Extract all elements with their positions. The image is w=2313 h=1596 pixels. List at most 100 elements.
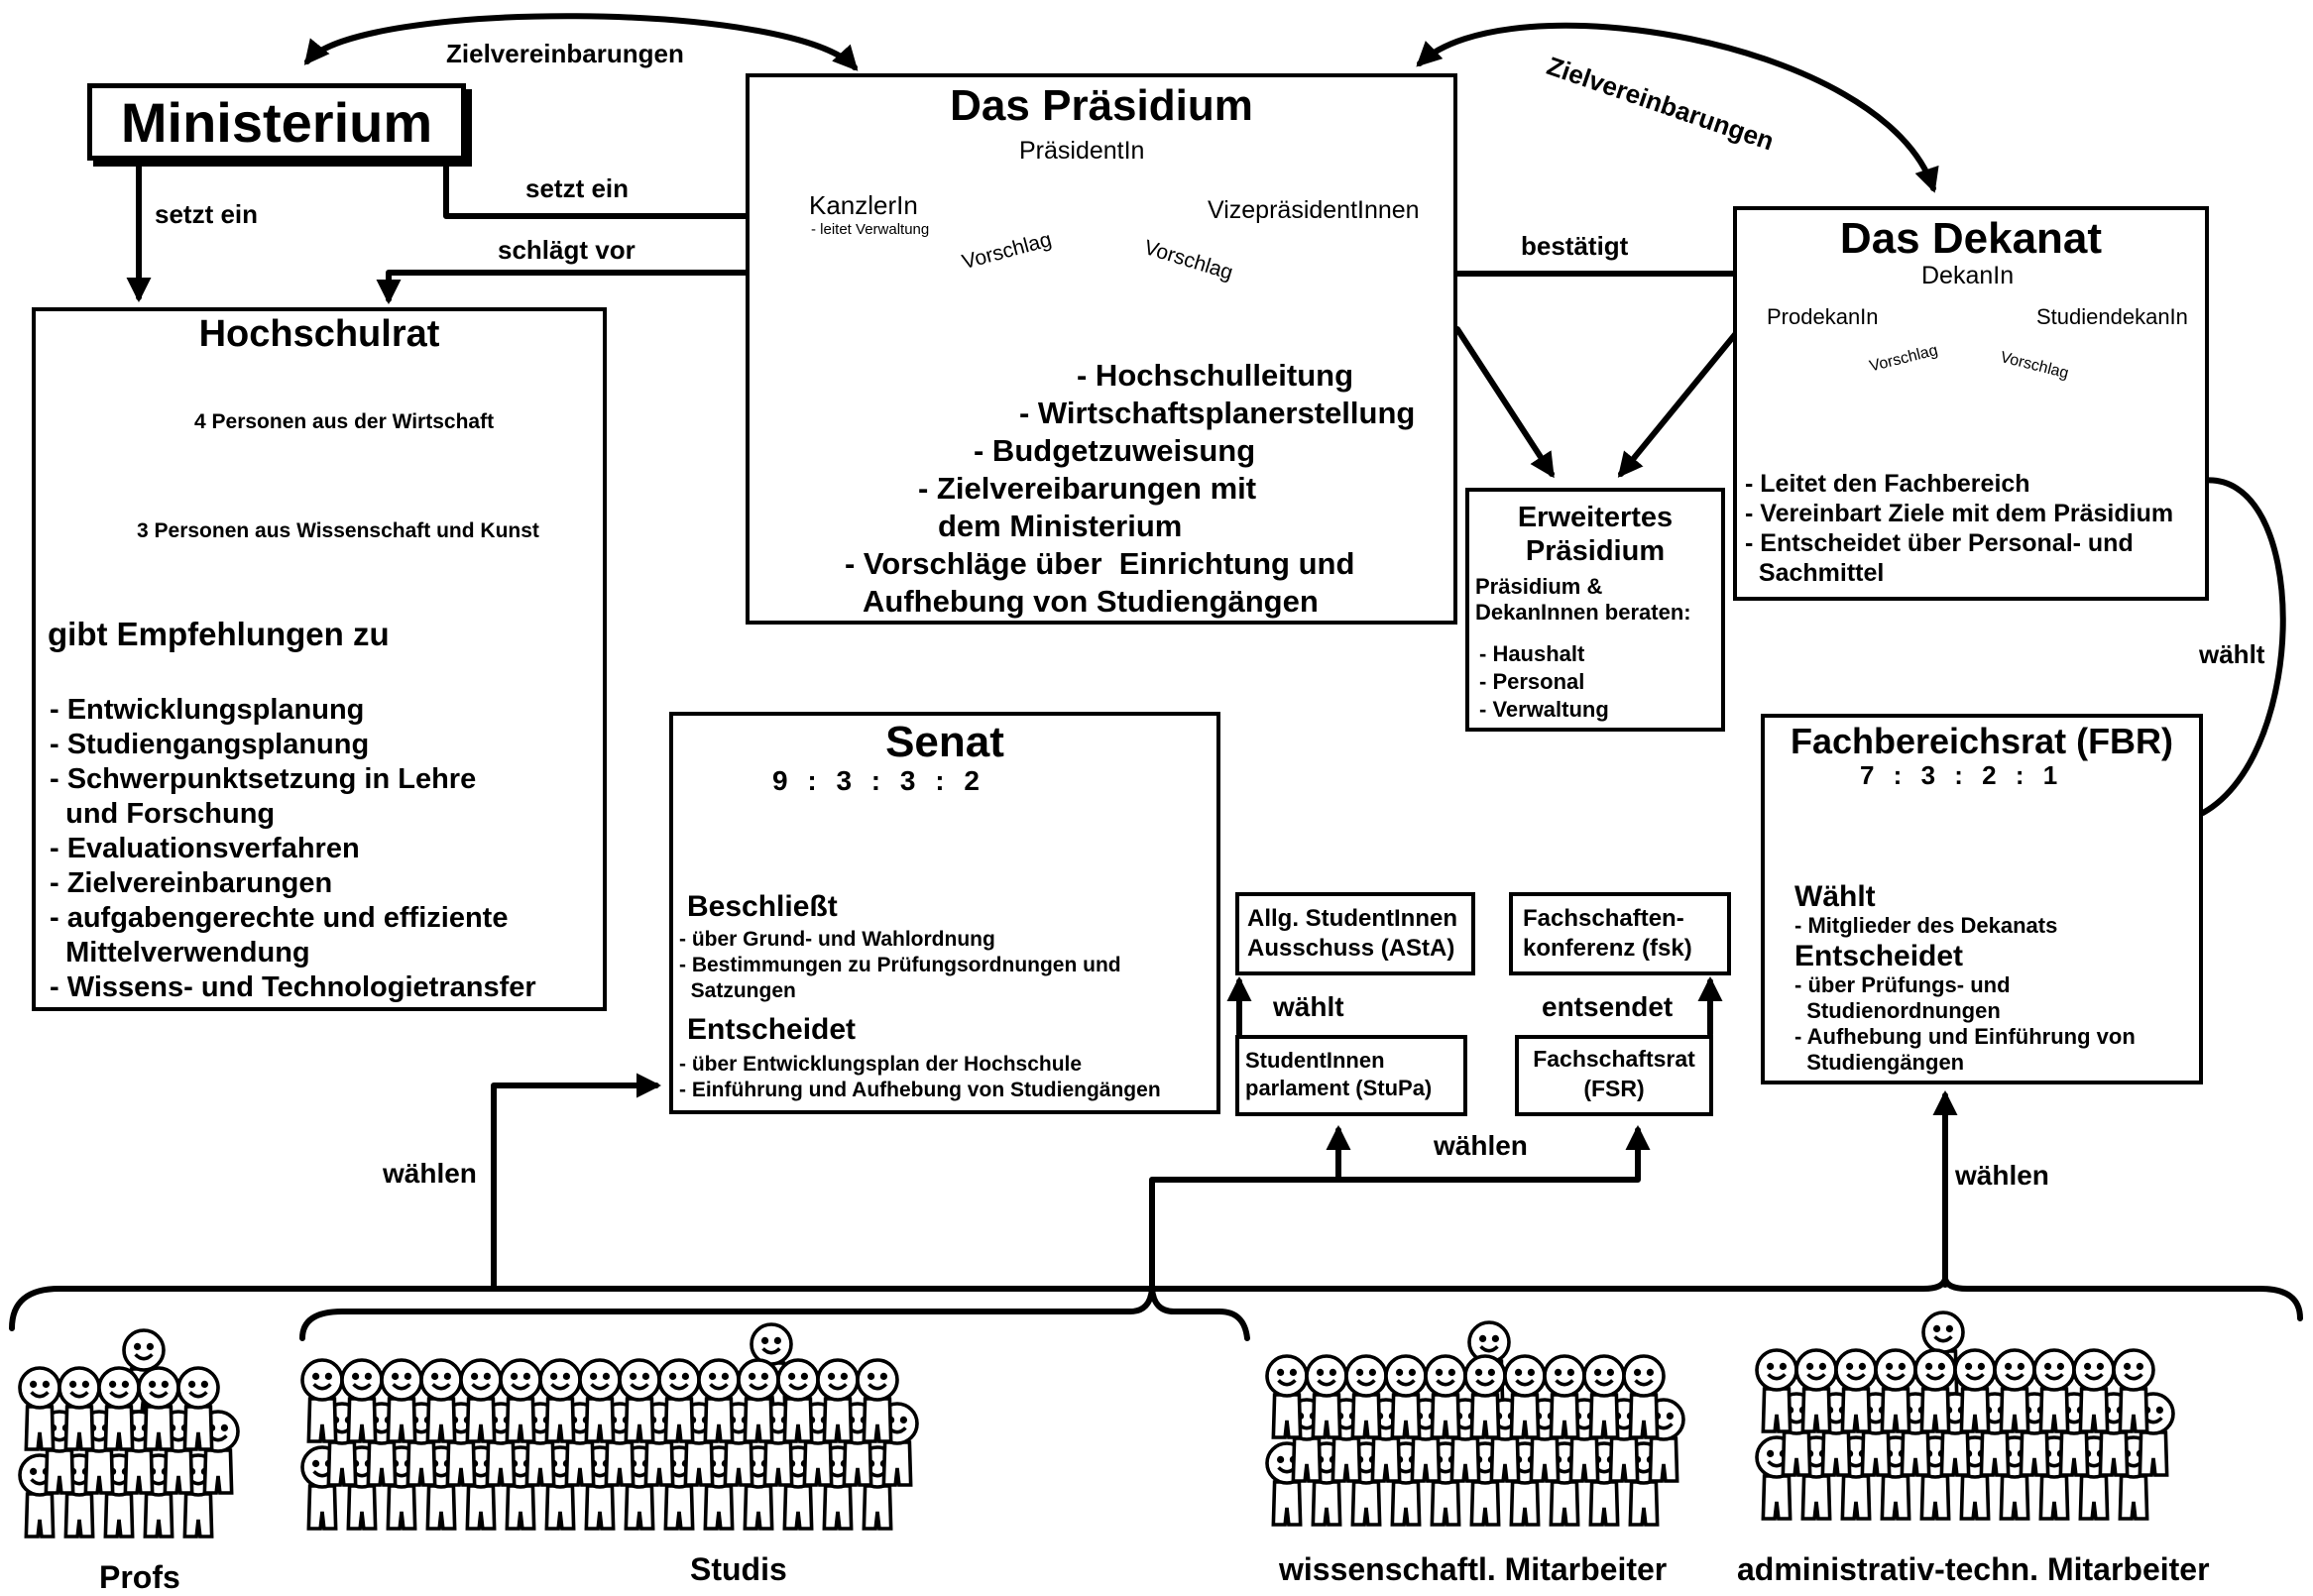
wiss-figure — [1543, 1354, 1586, 1439]
praesidium-task-2: - Budgetzuweisung — [974, 433, 1256, 468]
dekanat-task-0: - Leitet den Fachbereich — [1745, 470, 2030, 498]
fbr-ratio: 7 : 3 : 2 : 1 — [1860, 760, 2064, 790]
asta-line-2: Ausschuss (AStA) — [1247, 935, 1455, 962]
fbr-e-item-3: Studiengängen — [1794, 1050, 1965, 1075]
praesidium-task-6: Aufhebung von Studiengängen — [863, 584, 1319, 619]
arrow-waehlen-studis — [1149, 1124, 1651, 1292]
hochschulrat-heading: gibt Empfehlungen zu — [48, 616, 390, 652]
vorschlag-kanzler-label: Vorschlag — [960, 228, 1055, 275]
studis-figure — [380, 1358, 423, 1443]
hochschulrat-item-2: - Schwerpunktsetzung in Lehre — [50, 763, 477, 795]
dekanat-task-2: - Entscheidet über Personal- und — [1745, 529, 2134, 557]
studis-figure — [776, 1358, 820, 1443]
hochschulrat-item-5: - Zielvereinbarungen — [50, 867, 333, 899]
erweitertes-item-0: - Haushalt — [1479, 641, 1585, 666]
fbr-title: Fachbereichsrat (FBR) — [1790, 721, 2174, 761]
praesidium-task-3: - Zielvereibarungen mit — [918, 471, 1257, 506]
arrow-schlaegt-vor — [376, 270, 749, 305]
fbr-e-item-1: Studienordnungen — [1794, 998, 2001, 1023]
fsr-box: Fachschaftsrat (FSR) — [1515, 1035, 1713, 1116]
kanzler-note: - leitet Verwaltung — [811, 221, 930, 238]
hochschulrat-item-3: und Forschung — [50, 798, 276, 830]
arrow-zielvereinbarungen-ministerium — [303, 13, 859, 71]
label-waehlen-senat: wählen — [383, 1158, 477, 1189]
arrow-dekanat-erweitert — [1617, 329, 1740, 478]
vorschlag-vize-label: Vorschlag — [1141, 236, 1236, 285]
admin-figure — [2032, 1348, 2076, 1433]
admin-figure — [2072, 1348, 2116, 1433]
senat-beschliesst: Beschließt — [687, 890, 838, 923]
admin-figure — [2112, 1348, 2155, 1433]
wiss-figure — [1463, 1354, 1507, 1439]
label-zielvereinbarungen-left: Zielvereinbarungen — [446, 39, 684, 68]
senat-ratio: 9 : 3 : 3 : 2 — [772, 765, 985, 796]
praesidium-task-0: - Hochschulleitung — [1077, 358, 1353, 393]
asta-line-1: Allg. StudentInnen — [1247, 905, 1457, 932]
label-waehlen-students: wählen — [1434, 1130, 1528, 1161]
hochschulrat-item-7: Mittelverwendung — [50, 937, 310, 969]
vize-label: VizepräsidentInnen — [1208, 196, 1420, 224]
studis-figure — [340, 1358, 384, 1443]
ministerium-box: Ministerium — [87, 83, 466, 161]
hochschulrat-box: Hochschulrat 4 Personen aus der Wirtscha… — [32, 307, 607, 1011]
studis-figure — [419, 1358, 463, 1443]
prodekan-label: ProdekanIn — [1767, 304, 1879, 329]
wiss-figure — [1265, 1354, 1309, 1439]
ministerium-title: Ministerium — [120, 91, 433, 154]
fsk-line-1: Fachschaften- — [1523, 905, 1684, 932]
hochschulrat-item-6: - aufgabengerechte und effiziente — [50, 902, 509, 934]
label-waehlt-asta: wählt — [1273, 991, 1344, 1022]
arrow-zielvereinbarungen-dekanat — [1416, 22, 1939, 193]
studis-figure — [618, 1358, 661, 1443]
fsr-line-2: (FSR) — [1583, 1076, 1645, 1101]
senat-e-item-1: - Einführung und Aufhebung von Studiengä… — [679, 1079, 1161, 1101]
studis-figure — [816, 1358, 860, 1443]
admin-figure — [1794, 1348, 1838, 1433]
admin-figure — [1913, 1348, 1957, 1433]
profs-figure — [137, 1366, 180, 1451]
erweitertes-sub-1: Präsidium & — [1475, 574, 1603, 599]
fbr-entscheidet: Entscheidet — [1794, 940, 1964, 972]
profs-figure — [58, 1366, 101, 1451]
arrow-waehlen-senat — [491, 1073, 662, 1292]
wiss-figure — [1305, 1354, 1348, 1439]
wiss-figure — [1424, 1354, 1467, 1439]
label-setzt-ein-down: setzt ein — [155, 199, 259, 229]
arrow-fbr-waehlt-dekanat — [2198, 477, 2286, 816]
crowds-layer — [18, 1311, 2175, 1539]
admin-figure — [1953, 1348, 1997, 1433]
dekanat-box: Das Dekanat DekanIn ProdekanIn Studiende… — [1733, 206, 2209, 601]
studis-figure — [538, 1358, 582, 1443]
fachbereichsrat-box: Fachbereichsrat (FBR) 7 : 3 : 2 : 1 Wähl… — [1761, 714, 2203, 1084]
hochschulrat-item-1: - Studiengangsplanung — [50, 729, 370, 760]
arrow-praesidium-erweitert — [1454, 326, 1555, 479]
erweitertes-title-2: Präsidium — [1525, 535, 1666, 567]
wiss-figure — [1622, 1354, 1666, 1439]
studiendekan-label: StudiendekanIn — [2036, 304, 2188, 329]
fbr-e-item-0: - über Prüfungs- und — [1794, 972, 2011, 997]
vorschlag-studiendekan-label: Vorschlag — [1998, 349, 2071, 383]
admin-figure — [1993, 1348, 2036, 1433]
studis-figure — [737, 1358, 780, 1443]
praesidium-title: Das Präsidium — [950, 81, 1253, 130]
hochschulrat-group-wirtschaft: 4 Personen aus der Wirtschaft — [194, 410, 495, 433]
profs-figure — [97, 1366, 141, 1451]
fsr-line-1: Fachschaftsrat — [1533, 1046, 1695, 1072]
wiss-figure — [1503, 1354, 1547, 1439]
dekan-label: DekanIn — [1921, 262, 2015, 289]
erweitertes-item-1: - Personal — [1479, 669, 1585, 694]
dekanat-task-3: Sachmittel — [1745, 559, 1885, 587]
asta-box: Allg. StudentInnen Ausschuss (AStA) — [1235, 892, 1475, 975]
senat-entscheidet: Entscheidet — [687, 1013, 857, 1046]
praesidium-task-1: - Wirtschaftsplanerstellung — [1019, 396, 1416, 430]
senat-b-item-1: - Bestimmungen zu Prüfungsordnungen und — [679, 954, 1121, 976]
kanzler-label: KanzlerIn — [809, 190, 918, 220]
admin-figure — [1874, 1348, 1917, 1433]
fbr-w-item-0: - Mitglieder des Dekanats — [1794, 913, 2058, 938]
senat-box: Senat 9 : 3 : 3 : 2 Beschließt - über Gr… — [669, 712, 1220, 1114]
senat-title: Senat — [885, 718, 1004, 766]
erweitertes-sub-2: DekanInnen beraten: — [1475, 600, 1691, 625]
wiss-figure — [1344, 1354, 1388, 1439]
group-label-admin: administrativ-techn. Mitarbeiter — [1737, 1551, 2210, 1587]
fsk-box: Fachschaften- konferenz (fsk) — [1509, 892, 1731, 975]
